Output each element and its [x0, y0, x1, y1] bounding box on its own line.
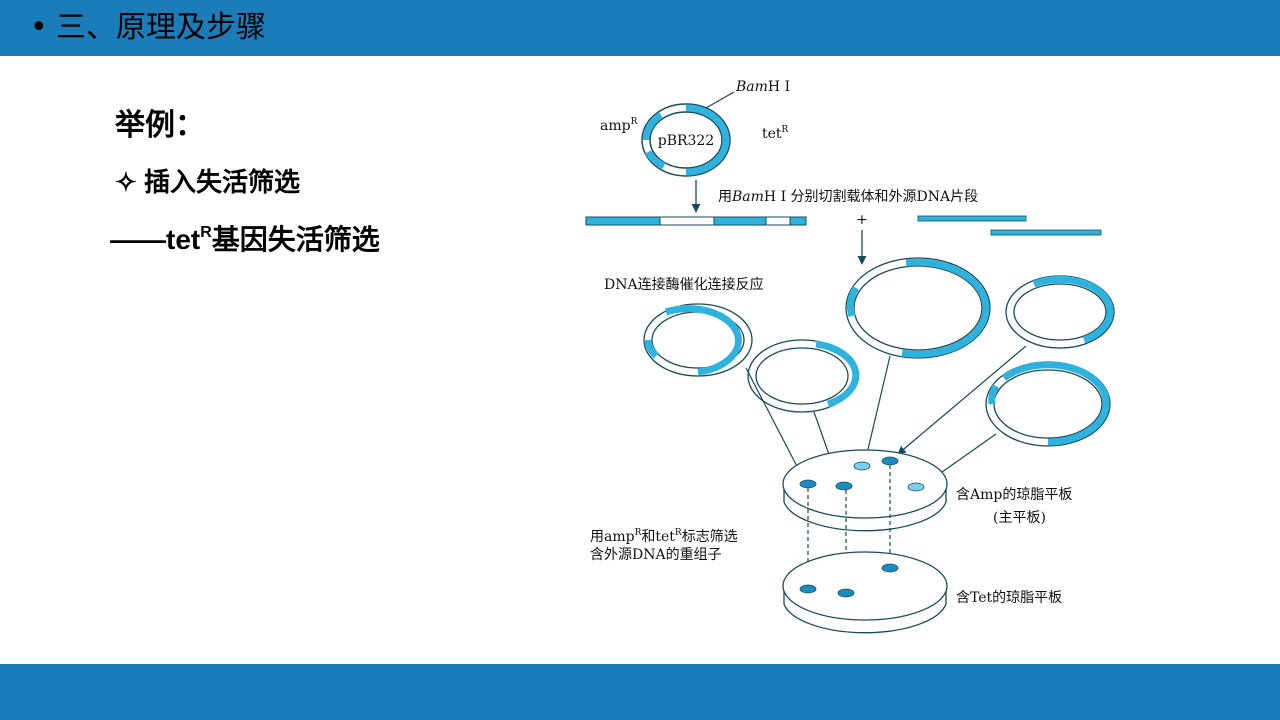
header-bar	[0, 0, 1280, 56]
tet-gene-label: tetR	[762, 125, 789, 142]
sparkle-icon: ✧	[115, 167, 137, 197]
ligation-ring-1	[643, 303, 753, 377]
title-bullet: •	[30, 10, 48, 45]
linear-vector	[585, 216, 807, 226]
footer-bar	[0, 664, 1280, 720]
amp-plate-label-2: (主平板)	[993, 510, 1046, 526]
method-line: ✧ 插入失活筛选	[115, 162, 300, 199]
colony	[907, 482, 925, 492]
example-label: 举例：	[115, 109, 205, 142]
colony	[799, 584, 817, 594]
colony	[853, 461, 871, 471]
detail-sup: R	[200, 224, 212, 241]
colony	[881, 456, 899, 466]
ligation-ring-4	[1005, 275, 1115, 349]
plasmid-name: pBR322	[658, 133, 715, 149]
slide-title: •三、原理及步骤	[30, 8, 300, 48]
selection-label-2: 含外源DNA的重组子	[590, 547, 722, 563]
amp-gene-label: ampR	[600, 117, 638, 134]
colony	[881, 563, 899, 573]
pbr322-plasmid: pBR322	[641, 103, 731, 177]
method-text: 插入失活筛选	[144, 167, 301, 197]
diagram-panel: pBR322 BamH Ⅰ ampR tetR 用BamH Ⅰ 分别切割载体和外…	[556, 56, 1144, 654]
ligation-ring-3	[845, 257, 991, 359]
tet-plate-label: 含Tet的琼脂平板	[956, 590, 1062, 606]
selection-label-1: 用ampR和tetR标志筛选	[590, 528, 738, 545]
ligation-ring-5	[985, 361, 1111, 447]
colony	[799, 479, 817, 489]
detail-dash: ——tet	[110, 224, 201, 255]
amp-plate-label-1: 含Amp的琼脂平板	[956, 487, 1072, 503]
title-text: 三、原理及步骤	[56, 10, 266, 45]
tet-replica-plate	[782, 551, 948, 634]
ligation-ring-2	[747, 339, 860, 413]
bamhi-top-label: BamH Ⅰ	[735, 79, 790, 95]
plus-sign: +	[856, 212, 868, 228]
detail-line: ——tetR基因失活筛选	[110, 218, 380, 258]
detail-rest: 基因失活筛选	[211, 224, 380, 255]
colony	[835, 481, 853, 491]
cut-step-label: 用BamH Ⅰ 分别切割载体和外源DNA片段	[718, 188, 978, 205]
ligation-label: DNA连接酶催化连接反应	[604, 276, 764, 293]
foreign-dna-fragment-2	[990, 229, 1102, 236]
foreign-dna-fragment-1	[917, 215, 1027, 222]
amp-master-plate	[782, 449, 948, 532]
insertional-inactivation-diagram: pBR322 BamH Ⅰ ampR tetR 用BamH Ⅰ 分别切割载体和外…	[585, 79, 1115, 634]
colony	[837, 588, 855, 598]
